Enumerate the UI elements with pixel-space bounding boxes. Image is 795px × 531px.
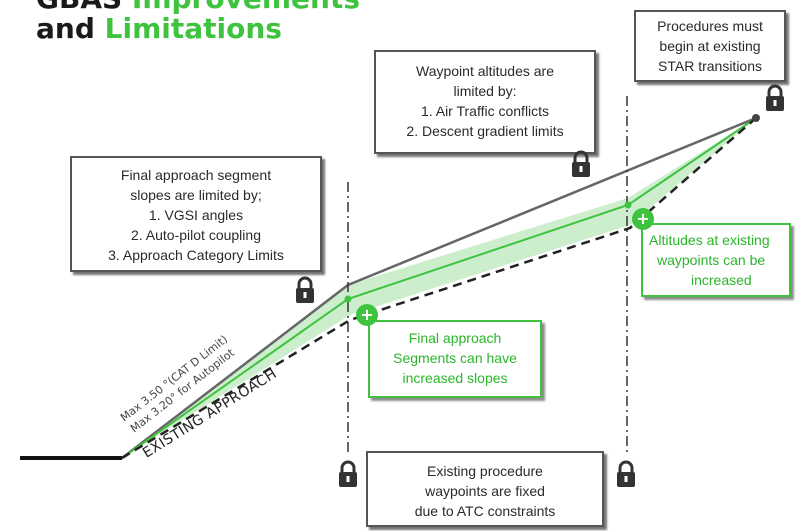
star-box-line: Procedures must	[657, 18, 763, 34]
title-part-3: and	[36, 12, 105, 45]
star-box-line: STAR transitions	[658, 58, 762, 74]
star-transitions-box: Procedures must begin at existing STAR t…	[634, 10, 786, 82]
lock-icon	[572, 150, 590, 177]
waypoint-box-line: Waypoint altitudes are	[416, 63, 554, 79]
star-box-line: begin at existing	[659, 38, 761, 54]
altitudes-box-line: waypoints can be	[657, 252, 766, 268]
final-box-line: 1. VGSI angles	[148, 207, 244, 223]
final-segment-box: Final approach segment slopes are limite…	[70, 156, 322, 272]
final-box-line: Final approach segment	[120, 167, 272, 183]
waypoint-box-line: 1. Air Traffic conflicts	[420, 103, 550, 119]
slopes-box-line: Final approach	[408, 330, 502, 346]
slopes-box-line: Segments can have	[393, 350, 517, 366]
fixed-box-line: waypoints are fixed	[425, 483, 545, 499]
improved-profile	[121, 117, 757, 459]
star-transition-point	[752, 114, 760, 122]
final-box-line: 2. Auto-pilot coupling	[131, 227, 261, 243]
fixed-box-line: Existing procedure	[427, 463, 543, 479]
fixed-waypoints-box: Existing procedure waypoints are fixed d…	[366, 451, 604, 527]
slopes-increase-box: Final approach Segments can have increas…	[368, 320, 542, 398]
title-part-2: Improvements	[132, 0, 360, 15]
improved-waypoint-1	[344, 295, 352, 303]
lock-icon	[766, 84, 784, 111]
lock-icon	[339, 460, 357, 487]
altitudes-box-line: increased	[691, 272, 752, 288]
waypoint-box-line: limited by:	[453, 83, 517, 99]
plus-circle-icon: +	[356, 304, 378, 326]
altitudes-box-line: Altitudes at existing	[649, 232, 770, 248]
page-title: GBAS Improvements and Limitations	[36, 0, 360, 44]
lock-icon	[617, 460, 635, 487]
altitudes-increase-box: Altitudes at existing waypoints can be i…	[641, 223, 791, 297]
waypoint-altitudes-box: Waypoint altitudes are limited by: 1. Ai…	[374, 50, 596, 154]
final-box-line: 3. Approach Category Limits	[108, 247, 284, 263]
title-part-1: GBAS	[36, 0, 132, 15]
title-part-4: Limitations	[104, 12, 282, 45]
improved-waypoint-2	[624, 201, 632, 209]
plus-circle-icon: +	[632, 208, 654, 230]
final-box-line: slopes are limited by;	[130, 187, 262, 203]
slopes-box-line: increased slopes	[402, 370, 508, 386]
waypoint-box-line: 2. Descent gradient limits	[406, 123, 564, 139]
existing-approach-profile	[121, 117, 757, 460]
lock-icon	[296, 276, 314, 303]
fixed-box-line: due to ATC constraints	[414, 503, 556, 519]
